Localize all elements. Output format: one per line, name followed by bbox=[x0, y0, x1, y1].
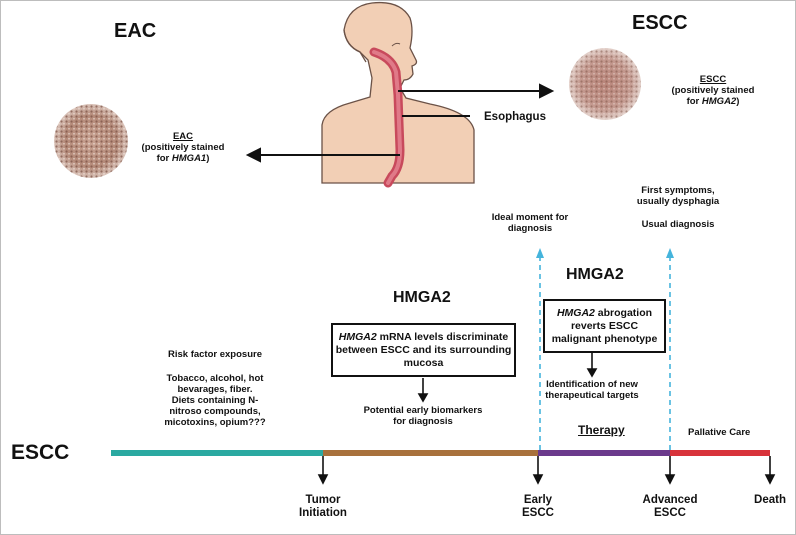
stage-early-escc: Early ESCC bbox=[522, 494, 554, 519]
risk-factor-title: Risk factor exposure bbox=[168, 349, 262, 360]
palliative-care-label: Pallative Care bbox=[688, 427, 751, 438]
stage-death: Death bbox=[754, 494, 786, 506]
stage-advanced-escc: Advanced ESCC bbox=[642, 494, 698, 519]
eac-tissue-image bbox=[54, 104, 128, 178]
eac-caption: EAC (positively stained for HMGA1) bbox=[141, 131, 225, 164]
first-symptoms-note: First symptoms, usually dysphagia bbox=[636, 185, 720, 207]
ideal-moment-note: Ideal moment for diagnosis bbox=[491, 212, 569, 234]
stage-tumor-initiation: Tumor Initiation bbox=[299, 494, 347, 519]
timeline-label: ESCC bbox=[11, 441, 70, 464]
early-biomarkers-note: Potential early biomarkers for diagnosis bbox=[363, 405, 483, 427]
eac-title: EAC bbox=[114, 20, 157, 42]
hmga2-right-title: HMGA2 bbox=[566, 266, 624, 283]
usual-diagnosis-note: Usual diagnosis bbox=[641, 219, 715, 230]
hmga2-abrogation-box: HMGA2 abrogation reverts ESCC malignant … bbox=[543, 299, 666, 353]
escc-title: ESCC bbox=[632, 12, 688, 34]
risk-factor-list: Tobacco, alcohol, hot bevarages, fiber. … bbox=[164, 373, 266, 428]
hmga2-mrna-box: HMGA2 mRNA levels discriminate between E… bbox=[331, 323, 516, 377]
hmga2-left-title: HMGA2 bbox=[393, 289, 451, 306]
escc-tissue-image bbox=[569, 48, 641, 120]
therapy-label: Therapy bbox=[578, 423, 625, 437]
esophagus-label: Esophagus bbox=[484, 111, 546, 123]
therapeutic-targets-note: Identification of new therapeutical targ… bbox=[545, 379, 639, 401]
escc-caption: ESCC (positively stained for HMGA2) bbox=[671, 74, 755, 107]
